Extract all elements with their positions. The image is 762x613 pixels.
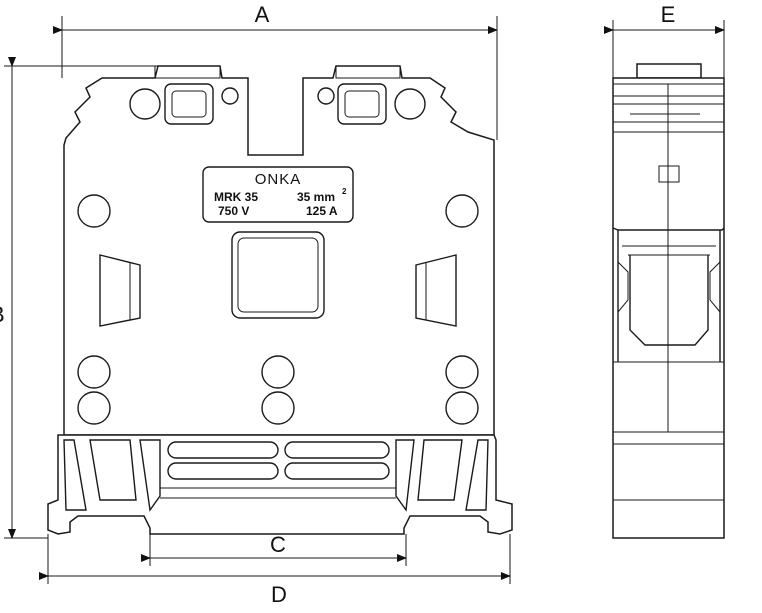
- foot-slot-2: [284, 441, 390, 459]
- small-hole-left: [221, 87, 239, 105]
- voltage-label: 750 V: [218, 204, 249, 218]
- dimension-c-label: C: [270, 532, 286, 557]
- hole-lower-right-1: [445, 355, 479, 389]
- brand-logo: ONKA: [255, 171, 302, 188]
- foot-slot-1: [167, 441, 279, 459]
- small-hole-right: [317, 87, 335, 105]
- label-plate: ONKA MRK 35 35 mm 2 750 V 125 A: [202, 166, 354, 223]
- dimension-d-label: D: [271, 582, 287, 607]
- front-body-outline: [63, 65, 495, 436]
- dimension-a-label: A: [255, 2, 270, 27]
- foot-slot-4: [284, 462, 390, 480]
- hole-lower-right-2: [445, 391, 479, 425]
- current-label: 125 A: [306, 204, 338, 218]
- front-view: ONKA MRK 35 35 mm 2 750 V 125 A: [0, 2, 513, 607]
- dimension-b-label: B: [0, 302, 5, 327]
- screw-housing-right: [337, 83, 387, 125]
- dimension-a: A: [53, 2, 498, 140]
- dimension-d: D: [39, 534, 511, 607]
- screw-inner-right: [344, 90, 380, 118]
- screw-housing-left: [164, 83, 214, 125]
- hole-lower-center-2: [261, 391, 295, 425]
- side-clamp: [612, 227, 725, 362]
- dimension-b: B: [0, 57, 158, 539]
- dimension-e: E: [604, 2, 725, 78]
- hole-lower-left-2: [77, 391, 111, 425]
- top-clamp-right: [335, 65, 401, 79]
- cross-section-label: 35 mm: [297, 190, 335, 204]
- hole-lower-left-1: [77, 355, 111, 389]
- side-slot-left: [99, 254, 141, 327]
- top-clamp-left: [154, 65, 221, 79]
- foot-slot-3: [167, 462, 279, 480]
- dimension-e-label: E: [661, 2, 676, 27]
- side-view: E: [604, 2, 725, 539]
- hole-top-right: [394, 88, 426, 120]
- cross-section-superscript: 2: [342, 187, 347, 196]
- screw-inner-left: [171, 90, 207, 118]
- side-slot-right: [415, 254, 457, 327]
- model-label: MRK 35: [214, 190, 258, 204]
- center-window: [231, 231, 325, 319]
- hole-lower-center-1: [261, 355, 295, 389]
- side-small-window: [658, 165, 680, 183]
- center-window-inner: [237, 237, 319, 313]
- dimension-c: C: [141, 532, 407, 566]
- hole-top-left: [129, 88, 161, 120]
- hole-mid-right: [445, 194, 479, 228]
- side-top-cap: [636, 63, 702, 79]
- din-rail-foot: [47, 434, 513, 535]
- hole-mid-left: [77, 194, 111, 228]
